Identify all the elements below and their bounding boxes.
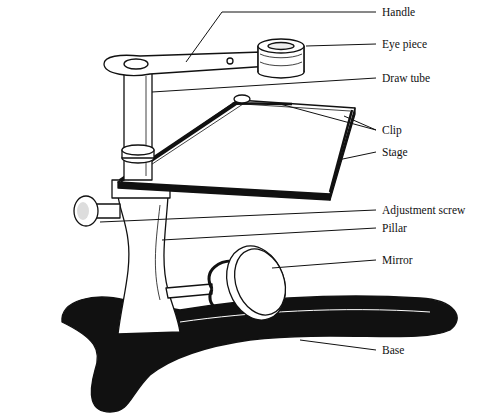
eyepiece-lens <box>268 43 294 50</box>
leader-line <box>162 228 376 240</box>
leader-line <box>152 78 376 92</box>
part-label: Stage <box>382 145 408 159</box>
mirror-face <box>226 242 294 322</box>
leader-line <box>272 260 376 268</box>
part-label: Handle <box>382 5 415 19</box>
part-label: Pillar <box>382 221 407 235</box>
screw-shaft <box>96 204 120 218</box>
handle-pivot <box>124 59 148 69</box>
stage-inner-edge <box>128 104 350 180</box>
base-highlight <box>180 310 430 322</box>
adjustment-screw-knob <box>74 196 98 226</box>
part-label: Eye piece <box>382 37 427 51</box>
part-label: Mirror <box>382 253 413 267</box>
part-label: Draw tube <box>382 71 430 85</box>
part-label: Base <box>382 343 404 357</box>
mirror-back <box>217 238 296 329</box>
leader-line <box>306 44 376 46</box>
stage-plate <box>118 100 355 194</box>
mirror-rod <box>166 284 212 298</box>
leader-line <box>100 210 376 222</box>
eyepiece-rings <box>260 54 302 66</box>
leader-line <box>300 340 376 350</box>
part-label: Adjustment screw <box>382 203 465 217</box>
column-body <box>124 72 152 180</box>
column-collar-top <box>122 145 154 155</box>
knob-shade <box>77 202 89 220</box>
handle-screw <box>227 58 233 64</box>
clip-screw <box>234 95 250 103</box>
part-label: Clip <box>382 123 402 137</box>
handle-arm <box>104 52 273 76</box>
leader-line <box>280 104 376 130</box>
pillar-shape <box>118 196 180 334</box>
leader-line <box>344 116 376 130</box>
leader-line <box>338 152 376 160</box>
leader-line <box>186 12 376 62</box>
eyepiece-top <box>258 39 304 53</box>
